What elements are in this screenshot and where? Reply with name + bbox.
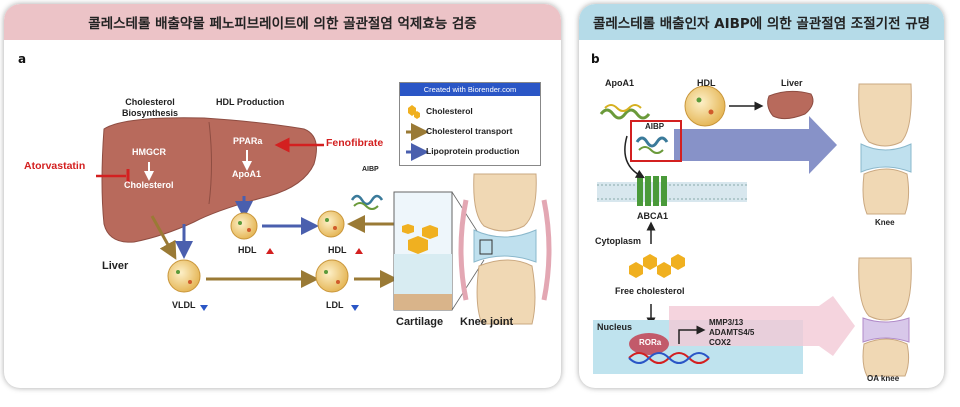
legend-item-cholesterol: Cholesterol bbox=[426, 106, 473, 116]
hdl-particle-1 bbox=[230, 212, 258, 240]
panel-b-diagram bbox=[593, 83, 912, 377]
legend-box: Created with Biorender.com Cholesterol C… bbox=[399, 82, 541, 166]
knee-label: Knee bbox=[875, 218, 895, 227]
knee-illustration bbox=[858, 83, 912, 215]
ldl-down-icon bbox=[351, 305, 359, 311]
hdl-up-icon bbox=[266, 248, 274, 254]
nucleus-label: Nucleus bbox=[597, 322, 633, 332]
fenofibrate-label: Fenofibrate bbox=[326, 137, 384, 149]
oa-knee-label: OA knee bbox=[867, 374, 900, 383]
oa-knee-illustration bbox=[858, 257, 912, 377]
hdl-label-1: HDL bbox=[238, 245, 257, 255]
abca1-label: ABCA1 bbox=[637, 211, 669, 221]
cholesterol-biosynthesis-label: Cholesterol Biosynthesis bbox=[122, 97, 179, 118]
knee-joint-illustration bbox=[458, 173, 552, 325]
liver-to-vldl-arrow bbox=[150, 215, 177, 260]
panel-b-banner: 콜레스테롤 배출인자 AIBP에 의한 골관절염 조절기전 규명 bbox=[579, 4, 944, 40]
legend-symbols bbox=[406, 105, 429, 161]
panel-b: 콜레스테롤 배출인자 AIBP에 의한 골관절염 조절기전 규명 b bbox=[579, 4, 944, 388]
legend-item-cholesterol-transport: Cholesterol transport bbox=[426, 126, 513, 136]
cholesterol-liver-label: Cholesterol bbox=[124, 180, 174, 190]
ppara-label: PPARa bbox=[233, 136, 263, 146]
panel-a-banner: 콜레스테롤 배출약물 페노피브레이트에 의한 골관절염 억제효능 검증 bbox=[4, 4, 561, 40]
aibp-label: AIBP bbox=[362, 166, 379, 173]
panel-b-letter: b bbox=[591, 52, 600, 66]
hdl-label-2: HDL bbox=[328, 245, 347, 255]
hdl-label: HDL bbox=[697, 78, 716, 88]
hdl-particle bbox=[684, 85, 726, 127]
rora-label: RORa bbox=[639, 338, 662, 347]
hdl2-up-icon bbox=[355, 248, 363, 254]
apoa1-label: ApoA1 bbox=[232, 169, 261, 179]
abca1-channel bbox=[637, 176, 667, 206]
liver-label: Liver bbox=[781, 78, 803, 88]
atorvastatin-label: Atorvastatin bbox=[24, 160, 86, 172]
cell-membrane bbox=[597, 182, 747, 202]
ldl-label: LDL bbox=[326, 300, 344, 310]
liver-shape bbox=[101, 117, 317, 243]
liver-label: Liver bbox=[102, 260, 129, 272]
hdl-particle-2 bbox=[317, 210, 345, 238]
free-cholesterol-label: Free cholesterol bbox=[615, 286, 685, 296]
apoa1-curve-arrow bbox=[624, 135, 645, 179]
hmgcr-label: HMGCR bbox=[132, 147, 166, 157]
vldl-down-icon bbox=[200, 305, 208, 311]
panel-a-diagram bbox=[96, 117, 552, 325]
aibp-molecule-icon bbox=[350, 194, 384, 210]
legend-item-lipoprotein-production: Lipoprotein production bbox=[426, 146, 520, 156]
efflux-arrow bbox=[674, 116, 837, 174]
ldl-particle bbox=[315, 259, 349, 293]
target-genes-label: MMP3/13 ADAMTS4/5 COX2 bbox=[709, 318, 755, 347]
aibp-label: AIBP bbox=[645, 122, 665, 131]
hdl-production-label: HDL Production bbox=[216, 97, 285, 107]
rora-target-arrow bbox=[678, 325, 706, 344]
panel-a: 콜레스테롤 배출약물 페노피브레이트에 의한 골관절염 억제효능 검증 a bbox=[4, 4, 561, 388]
pink-arrow bbox=[669, 296, 855, 356]
apoa1-ribbon-icon bbox=[599, 108, 651, 120]
free-cholesterol-icon bbox=[629, 254, 685, 278]
apoa1-label: ApoA1 bbox=[605, 78, 634, 88]
panel-a-letter: a bbox=[18, 52, 27, 66]
cartilage-label: Cartilage bbox=[396, 316, 444, 328]
vldl-label: VLDL bbox=[172, 300, 196, 310]
cartilage-block bbox=[393, 191, 485, 311]
cytoplasm-label: Cytoplasm bbox=[595, 236, 642, 246]
aibp-highlight-box bbox=[630, 120, 682, 162]
liver-icon bbox=[767, 90, 814, 120]
legend-header: Created with Biorender.com bbox=[400, 83, 540, 96]
knee-joint-label: Knee joint bbox=[460, 316, 514, 328]
vldl-particle bbox=[167, 259, 201, 293]
rora-protein bbox=[629, 333, 669, 355]
